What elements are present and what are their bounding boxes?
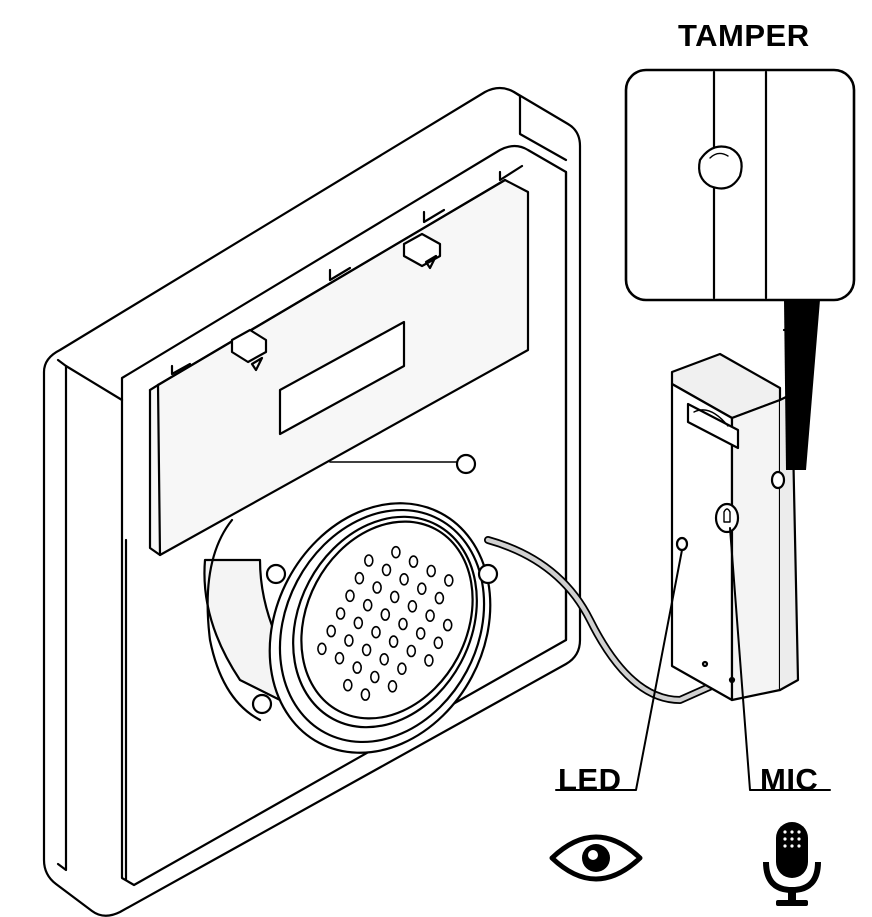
grille-hole bbox=[337, 608, 345, 619]
grille-hole bbox=[434, 637, 442, 648]
grille-hole bbox=[392, 547, 400, 558]
grille-hole bbox=[380, 654, 388, 665]
grille-hole bbox=[353, 662, 361, 673]
grille-hole bbox=[336, 653, 344, 664]
grille-hole bbox=[435, 593, 443, 604]
grille-hole bbox=[363, 644, 371, 655]
grille-hole bbox=[426, 610, 434, 621]
microphone-icon bbox=[766, 822, 818, 906]
grille-hole bbox=[417, 628, 425, 639]
grille-hole bbox=[391, 591, 399, 602]
grille-hole bbox=[398, 663, 406, 674]
grille-hole bbox=[345, 635, 353, 646]
grille-hole bbox=[381, 609, 389, 620]
mic-label: MIC bbox=[760, 762, 818, 798]
grille-hole bbox=[445, 575, 453, 586]
grille-hole bbox=[361, 689, 369, 700]
grille-hole bbox=[372, 627, 380, 638]
grille-hole bbox=[400, 574, 408, 585]
eye-icon bbox=[552, 837, 640, 879]
grille-hole bbox=[408, 601, 416, 612]
tamper-label: TAMPER bbox=[678, 18, 810, 54]
grille-hole bbox=[418, 583, 426, 594]
grille-hole bbox=[354, 617, 362, 628]
grille-hole bbox=[407, 646, 415, 657]
grille-hole bbox=[346, 590, 354, 601]
grille-hole bbox=[389, 681, 397, 692]
grille-hole bbox=[318, 643, 326, 654]
grille-hole bbox=[390, 636, 398, 647]
grille-hole bbox=[444, 620, 452, 631]
grille-hole bbox=[373, 582, 381, 593]
grille-hole bbox=[344, 680, 352, 691]
grille-hole bbox=[355, 573, 363, 584]
sensor-module bbox=[672, 330, 798, 700]
grille-hole bbox=[427, 566, 435, 577]
grille-hole bbox=[364, 600, 372, 611]
grille-hole bbox=[399, 619, 407, 630]
led-label: LED bbox=[558, 762, 622, 798]
grille-hole bbox=[365, 555, 373, 566]
grille-hole bbox=[410, 556, 418, 567]
grille-hole bbox=[371, 672, 379, 683]
grille-hole bbox=[327, 626, 335, 637]
grille-hole bbox=[383, 564, 391, 575]
grille-hole bbox=[425, 655, 433, 666]
